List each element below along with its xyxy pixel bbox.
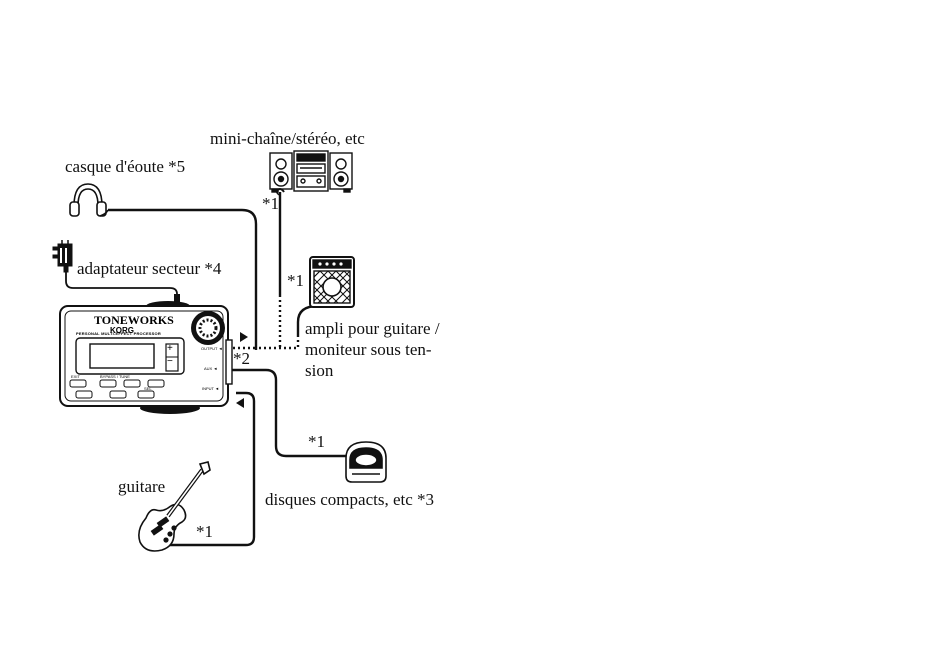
ac-adapter-icon	[53, 240, 72, 272]
display-plus: +	[167, 343, 173, 354]
device-brand-line1: TONEWORKS	[94, 314, 174, 326]
amp-cable-dotted	[258, 335, 298, 348]
note-cd: *1	[308, 432, 325, 452]
label-amp-line3: sion	[305, 360, 440, 381]
label-amp: ampli pour guitare / moniteur sous ten- …	[305, 318, 440, 381]
aux-cable	[228, 370, 346, 456]
label-headphones: casque d'éoute *5	[65, 156, 185, 177]
note-amp: *1	[287, 271, 304, 291]
note-guitar: *1	[196, 522, 213, 542]
output-arrow-icon	[240, 332, 248, 342]
stereo-icon	[270, 151, 352, 195]
input-arrow-icon	[236, 398, 244, 408]
cd-player-icon	[346, 442, 386, 482]
label-adapter: adaptateur secteur *4	[77, 258, 221, 279]
jack-input-label: INPUT ◄	[202, 386, 219, 391]
label-guitar: guitare	[118, 476, 165, 497]
button-sel-label: SEL	[144, 386, 152, 391]
display-minus: −	[167, 356, 173, 367]
stereo-jack-icon	[276, 189, 284, 192]
label-cd: disques compacts, etc *3	[265, 489, 434, 510]
button-bypass-label: BYPASS / TUNE	[100, 374, 130, 379]
amplifier-icon	[310, 257, 354, 307]
note-stereo: *1	[262, 194, 279, 214]
label-amp-line1: ampli pour guitare /	[305, 318, 440, 339]
button-exit-label: EXIT	[71, 374, 80, 379]
label-amp-line2: moniteur sous ten-	[305, 339, 440, 360]
device-subtitle: PERSONAL MULTI-EFFECT PROCESSOR	[76, 331, 161, 336]
headphones-icon	[70, 184, 108, 216]
jack-output-label: OUTPUT ◄	[201, 346, 222, 351]
jack-aux-label: AUX ◄	[204, 366, 217, 371]
note-output: *2	[233, 349, 250, 369]
label-stereo: mini-chaîne/stéréo, etc	[210, 128, 365, 149]
